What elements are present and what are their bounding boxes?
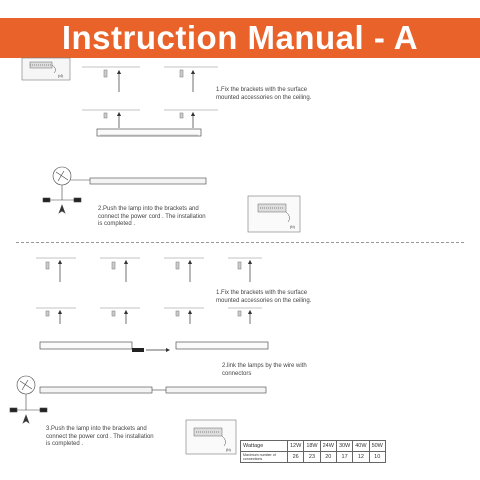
detail-label-b: (b) bbox=[290, 224, 296, 229]
connections-row: Maximum number of connections 26 23 20 1… bbox=[240, 451, 386, 463]
connections-label: Maximum number of connections bbox=[240, 451, 288, 463]
title-banner: Instruction Manual - A bbox=[0, 18, 480, 58]
connections-cell: 10 bbox=[368, 451, 386, 463]
wattage-spec-table: Wattage 12W 18W 24W 30W 40W 50W Maximum … bbox=[240, 440, 386, 463]
detail-label-c: (b) bbox=[226, 447, 232, 452]
ceiling-brackets-s2 bbox=[36, 257, 262, 317]
s1-step1-text: 1.Fix the brackets with the surface moun… bbox=[216, 87, 312, 101]
connections-cell: 20 bbox=[319, 451, 337, 463]
ceiling-brackets-s1 bbox=[82, 66, 218, 119]
wattage-cell: 30W bbox=[335, 440, 354, 452]
connections-cell: 23 bbox=[303, 451, 321, 463]
wattage-cell: 50W bbox=[368, 440, 386, 452]
linked-lamps-s2 bbox=[9, 375, 267, 424]
connections-cell: 17 bbox=[335, 451, 354, 463]
power-cord-s1 bbox=[42, 166, 207, 214]
s2-step1-text: 1.Fix the brackets with the surface moun… bbox=[216, 290, 312, 304]
s2-step2-text: 2.link the lamps by the wire with connec… bbox=[222, 363, 307, 377]
s2-step3-text: 3.Push the lamp into the brackets and co… bbox=[46, 426, 154, 447]
connections-cell: 26 bbox=[286, 451, 305, 463]
wattage-cell: 40W bbox=[352, 440, 370, 452]
detail-label-a: (d) bbox=[58, 73, 64, 78]
detail-inset-top: (d) bbox=[21, 57, 71, 81]
detail-inset-bottom: (b) bbox=[185, 419, 237, 455]
wattage-label: Wattage bbox=[240, 440, 288, 452]
tube-lights-s2 bbox=[39, 341, 269, 353]
s1-step2-text: 2.Push the lamp into the brackets and co… bbox=[98, 206, 206, 227]
wattage-cell: 24W bbox=[319, 440, 337, 452]
wattage-cell: 12W bbox=[286, 440, 305, 452]
connections-cell: 12 bbox=[352, 451, 370, 463]
tube-light-s1 bbox=[96, 128, 202, 137]
wattage-row: Wattage 12W 18W 24W 30W 40W 50W bbox=[240, 440, 386, 452]
wattage-cell: 18W bbox=[303, 440, 321, 452]
page-title: Instruction Manual - A bbox=[61, 19, 419, 56]
section-divider bbox=[16, 242, 464, 243]
detail-inset-right: (b) bbox=[247, 195, 301, 233]
